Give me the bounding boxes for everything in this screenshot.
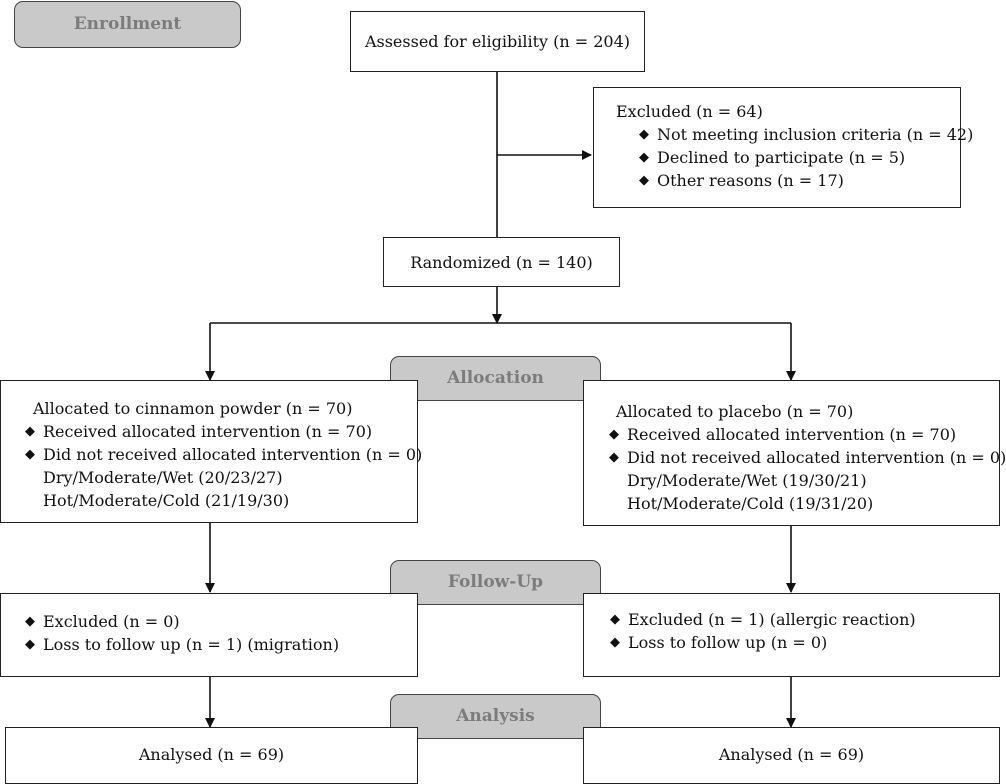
- left-allocation-title: Allocated to cinnamon powder (n = 70): [33, 399, 353, 418]
- excluded-reason-item: ◆ Declined to participate (n = 5): [638, 146, 960, 169]
- left-allocation-item: ◆ Did not received allocated intervention…: [24, 443, 422, 466]
- excluded-reason-text: Declined to participate (n = 5): [657, 148, 906, 167]
- right-allocation-extra: Hot/Moderate/Cold (19/31/20): [627, 494, 874, 513]
- stage-allocation-label: Allocation: [447, 368, 544, 388]
- right-allocation-item-text: Did not received allocated intervention …: [627, 448, 1006, 467]
- right-analysis-box: Analysed (n = 69): [583, 727, 1000, 784]
- excluded-title: Excluded (n = 64): [616, 102, 763, 121]
- diamond-bullet-icon: ◆: [639, 127, 649, 142]
- diamond-bullet-icon: ◆: [610, 612, 620, 627]
- randomized-text: Randomized (n = 140): [410, 253, 593, 272]
- left-followup-item: ◆ Excluded (n = 0): [24, 610, 417, 633]
- left-allocation-item-text: Did not received allocated intervention …: [43, 445, 423, 464]
- randomized-box: Randomized (n = 140): [383, 237, 620, 287]
- right-followup-box: ◆ Excluded (n = 1) (allergic reaction) ◆ L…: [583, 593, 1000, 677]
- excluded-reason-text: Other reasons (n = 17): [657, 171, 844, 190]
- left-allocation-item: ◆ Received allocated intervention (n = 70…: [24, 420, 417, 443]
- left-allocation-box: Allocated to cinnamon powder (n = 70) ◆ R…: [0, 380, 422, 523]
- diamond-bullet-icon: ◆: [639, 173, 649, 188]
- excluded-reason-item: ◆ Not meeting inclusion criteria (n = 42): [638, 123, 973, 146]
- right-analysis-text: Analysed (n = 69): [718, 745, 865, 764]
- left-followup-text: Loss to follow up (n = 1) (migration): [43, 635, 340, 654]
- right-allocation-item: ◆ Did not received allocated intervention…: [608, 446, 1006, 469]
- stage-enrollment: Enrollment: [14, 1, 241, 48]
- excluded-reason-text: Not meeting inclusion criteria (n = 42): [657, 125, 974, 144]
- left-allocation-item-text: Received allocated intervention (n = 70): [43, 422, 373, 441]
- left-analysis-text: Analysed (n = 69): [138, 745, 285, 764]
- left-allocation-extra: Dry/Moderate/Wet (20/23/27): [43, 468, 283, 487]
- stage-analysis-label: Analysis: [456, 706, 535, 726]
- diamond-bullet-icon: ◆: [610, 635, 620, 650]
- diamond-bullet-icon: ◆: [609, 450, 619, 465]
- right-followup-item: ◆ Excluded (n = 1) (allergic reaction): [609, 608, 999, 631]
- stage-followup-label: Follow-Up: [447, 572, 544, 592]
- left-analysis-box: Analysed (n = 69): [5, 727, 418, 784]
- diamond-bullet-icon: ◆: [25, 424, 35, 439]
- left-followup-text: Excluded (n = 0): [43, 612, 180, 631]
- assessed-text: Assessed for eligibility (n = 204): [364, 32, 631, 51]
- right-allocation-box: Allocated to placebo (n = 70) ◆ Received …: [583, 380, 1006, 526]
- diamond-bullet-icon: ◆: [609, 427, 619, 442]
- stage-analysis: Analysis: [390, 694, 601, 739]
- left-followup-item: ◆ Loss to follow up (n = 1) (migration): [24, 633, 417, 656]
- diamond-bullet-icon: ◆: [25, 637, 35, 652]
- right-allocation-title: Allocated to placebo (n = 70): [616, 402, 854, 421]
- excluded-reason-item: ◆ Other reasons (n = 17): [638, 169, 960, 192]
- stage-followup: Follow-Up: [390, 560, 601, 605]
- right-followup-text: Excluded (n = 1) (allergic reaction): [628, 610, 916, 629]
- diamond-bullet-icon: ◆: [25, 614, 35, 629]
- stage-allocation: Allocation: [390, 356, 601, 401]
- right-allocation-extra: Dry/Moderate/Wet (19/30/21): [627, 471, 867, 490]
- excluded-box: Excluded (n = 64) ◆ Not meeting inclusion…: [593, 87, 973, 208]
- right-allocation-item: ◆ Received allocated intervention (n = 70…: [608, 423, 999, 446]
- assessed-box: Assessed for eligibility (n = 204): [350, 11, 645, 72]
- right-allocation-item-text: Received allocated intervention (n = 70): [627, 425, 957, 444]
- right-followup-item: ◆ Loss to follow up (n = 0): [609, 631, 999, 654]
- diamond-bullet-icon: ◆: [639, 150, 649, 165]
- diamond-bullet-icon: ◆: [25, 447, 35, 462]
- right-followup-text: Loss to follow up (n = 0): [628, 633, 828, 652]
- left-followup-box: ◆ Excluded (n = 0) ◆ Loss to follow up (n …: [0, 593, 418, 677]
- left-allocation-extra: Hot/Moderate/Cold (21/19/30): [43, 491, 290, 510]
- stage-enrollment-label: Enrollment: [73, 14, 182, 34]
